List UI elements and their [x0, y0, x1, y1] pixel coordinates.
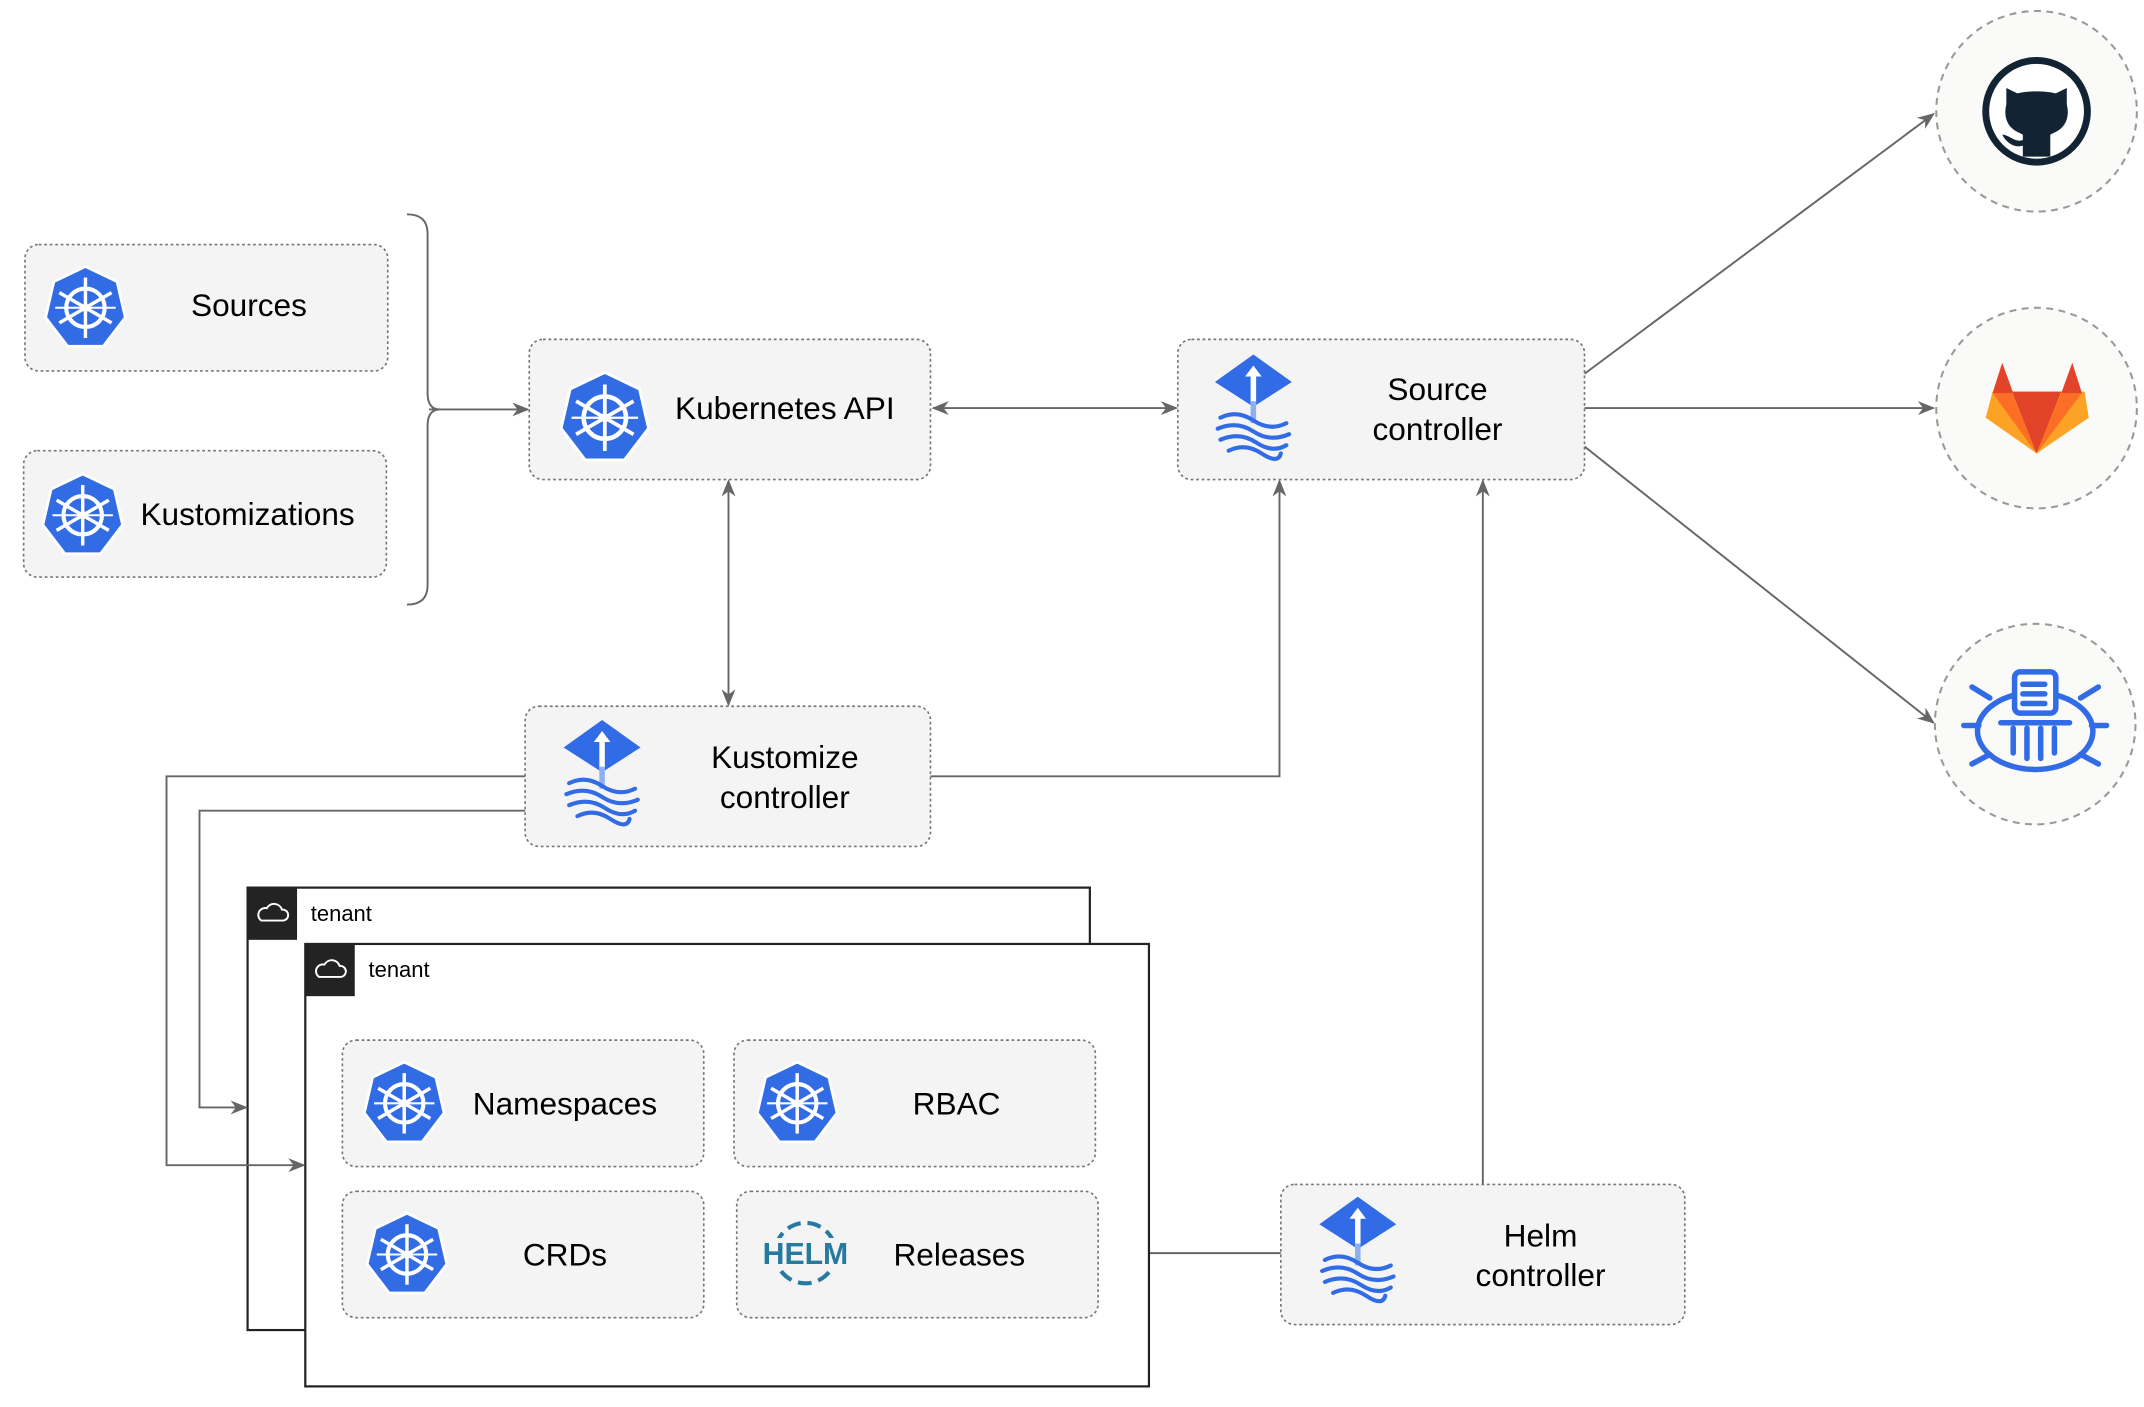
edge-source-to-bucket [1583, 445, 1935, 724]
node-label: Helm [1504, 1217, 1578, 1253]
node-rbac[interactable]: RBAC [733, 1039, 1097, 1168]
node-sources[interactable]: Sources [24, 243, 389, 372]
node-label: controller [720, 779, 850, 815]
node-helm-controller[interactable]: Helm controller [1280, 1183, 1686, 1326]
kubernetes-icon [367, 1213, 447, 1293]
kubernetes-icon [561, 372, 649, 460]
bucket-icon [1960, 669, 2110, 773]
edge-kustomize-to-tenant-front [165, 775, 526, 1173]
github-icon [1982, 57, 2091, 166]
node-label: Namespaces [473, 1085, 657, 1121]
node-kubernetes-api[interactable]: Kubernetes API [528, 338, 932, 481]
node-label: Releases [893, 1237, 1025, 1273]
external-gitlab[interactable] [1935, 306, 2138, 510]
node-label: Source [1387, 371, 1487, 407]
node-label: Kustomizations [140, 496, 354, 532]
svg-text:HELM: HELM [763, 1238, 849, 1271]
node-kustomize-controller[interactable]: Kustomize controller [524, 705, 932, 848]
edge-kustomize-to-tenant-back [198, 809, 526, 1115]
node-label: Kubernetes API [675, 390, 895, 426]
node-crds[interactable]: CRDs [341, 1190, 705, 1319]
node-releases[interactable]: HELM Releases [735, 1190, 1099, 1319]
edge-source-to-github [1583, 113, 1935, 375]
node-label: Kustomize [711, 739, 858, 775]
node-label: RBAC [913, 1085, 1001, 1121]
node-label: CRDs [523, 1237, 607, 1273]
node-kustomizations[interactable]: Kustomizations [22, 449, 388, 578]
node-label: Sources [191, 287, 307, 323]
tenant-label: tenant [311, 901, 372, 926]
node-label: controller [1476, 1257, 1606, 1293]
edge-kustomize-to-source [930, 479, 1287, 778]
kubernetes-icon [757, 1062, 837, 1142]
kubernetes-icon [364, 1062, 444, 1142]
tenant-label: tenant [369, 957, 430, 982]
kubernetes-icon [46, 267, 126, 347]
helm-icon: HELM [755, 1220, 855, 1286]
external-bucket[interactable] [1933, 622, 2137, 826]
external-github[interactable] [1935, 9, 2138, 213]
gitlab-icon [1985, 362, 2089, 454]
node-label: controller [1373, 411, 1503, 447]
node-source-controller[interactable]: Source controller [1176, 338, 1586, 481]
node-namespaces[interactable]: Namespaces [341, 1039, 705, 1168]
kubernetes-icon [43, 474, 123, 554]
